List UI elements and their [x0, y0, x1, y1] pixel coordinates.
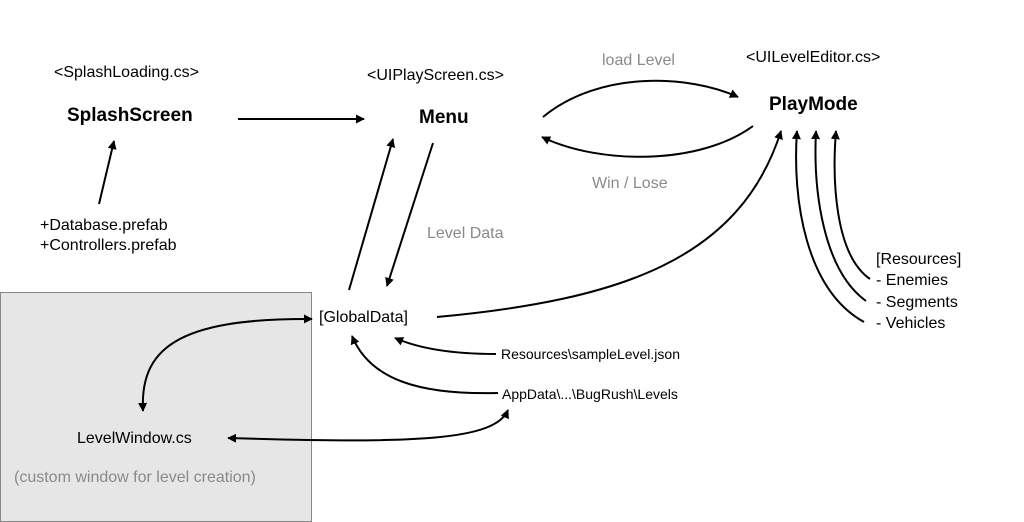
appdata-levels-source: AppData\...\BugRush\Levels	[502, 386, 678, 402]
globaldata-node: [GlobalData]	[319, 309, 408, 326]
arrow-load-level	[542, 79, 739, 118]
arrow-enemies-to-playmode	[830, 130, 871, 280]
resources-vehicles: - Vehicles	[876, 315, 946, 332]
level-data-label: Level Data	[427, 225, 504, 242]
arrow-levelwindow-globaldata-bidirectional	[138, 314, 313, 412]
menu-node: Menu	[419, 107, 469, 128]
menu-script-label: <UIPlayScreen.cs>	[367, 67, 504, 84]
controllers-prefab-label: +Controllers.prefab	[40, 237, 177, 254]
arrow-segments-to-playmode	[811, 130, 867, 302]
splash-script-label: <SplashLoading.cs>	[54, 64, 199, 81]
arrow-appdata-to-globaldata	[350, 335, 499, 395]
resources-enemies: - Enemies	[876, 272, 949, 289]
resources-title: [Resources]	[876, 251, 962, 268]
resources-segments: - Segments	[876, 294, 958, 311]
arrow-menu-to-globaldata	[385, 142, 434, 287]
splashscreen-node: SplashScreen	[67, 105, 193, 126]
arrow-samplelevel-to-globaldata	[394, 337, 497, 355]
load-level-label: load Level	[602, 52, 675, 69]
sample-level-source: Resources\sampleLevel.json	[501, 346, 680, 362]
arrow-vehicles-to-playmode	[791, 130, 865, 323]
arrow-globaldata-to-playmode	[436, 130, 783, 318]
arrow-win-lose	[541, 125, 754, 158]
database-prefab-label: +Database.prefab	[40, 217, 168, 234]
win-lose-label: Win / Lose	[592, 175, 668, 192]
playmode-script-label: <UILevelEditor.cs>	[746, 49, 881, 66]
level-window-caption: (custom window for level creation)	[14, 469, 256, 486]
playmode-node: PlayMode	[769, 94, 858, 115]
arrow-prefabs-to-splash	[98, 140, 117, 205]
arrow-globaldata-to-menu	[348, 138, 396, 291]
level-window-node: LevelWindow.cs	[77, 430, 192, 447]
arrow-levelwindow-appdata-bidirectional	[227, 409, 509, 443]
